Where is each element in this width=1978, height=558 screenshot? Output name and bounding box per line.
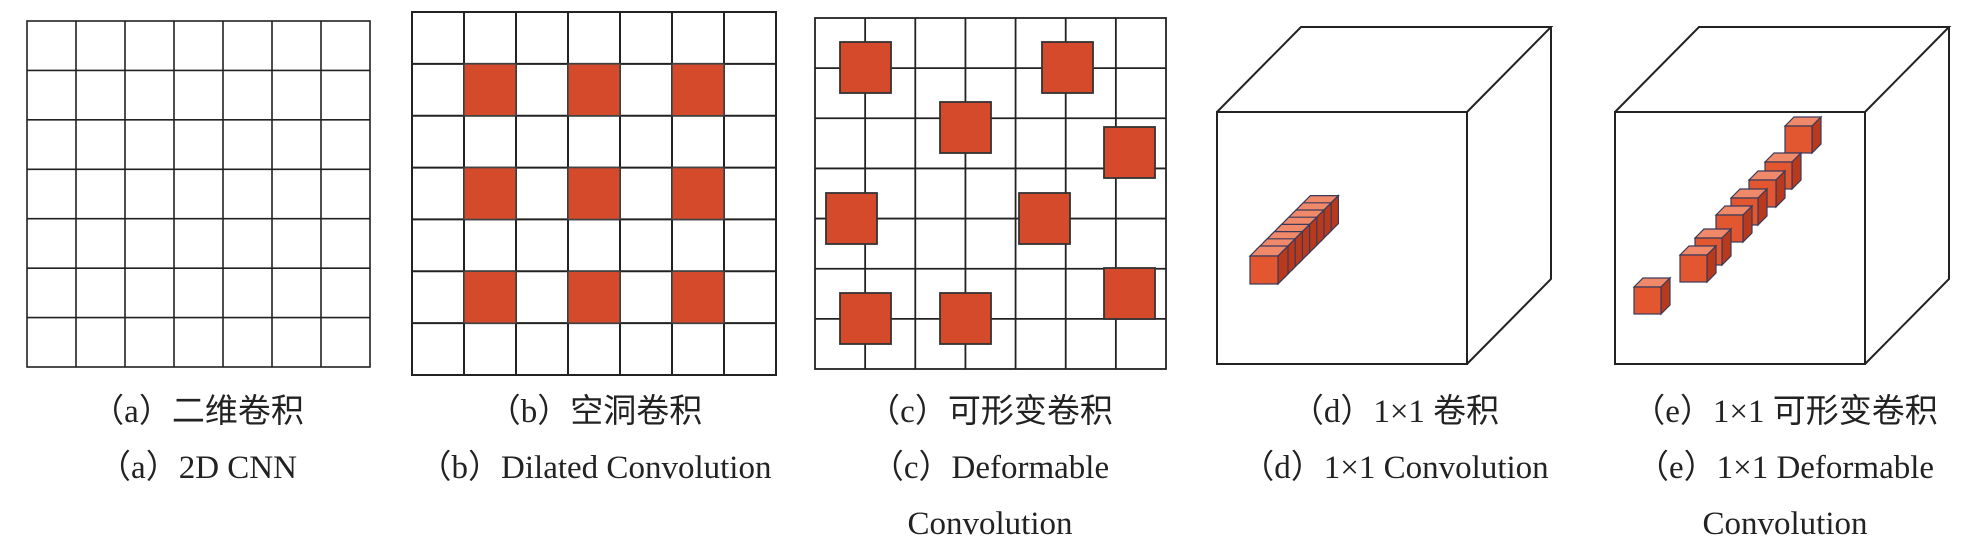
grid-border xyxy=(26,20,371,368)
kernel-sample-cell xyxy=(567,166,621,221)
panel-d-1x1-convolution xyxy=(1216,26,1554,365)
kernel-sample-cell xyxy=(463,270,517,324)
volume-front-face xyxy=(1614,111,1866,365)
caption-d-en-line1: （d）1×1 Convolution xyxy=(1241,450,1549,486)
kernel-sample-cell xyxy=(463,166,517,221)
kernel-sample-cell xyxy=(1018,192,1071,245)
cube-front-face xyxy=(1633,286,1662,315)
volume-side-edges xyxy=(1864,27,1950,365)
kernel-sample-cell xyxy=(671,166,725,221)
caption-a-en-line1: （a）2D CNN xyxy=(98,450,297,486)
caption-c-en-line1: （c）Deformable xyxy=(870,450,1110,486)
panel-e-1x1-deformable-convolution xyxy=(1614,26,1952,365)
kernel-sample-cell xyxy=(1041,41,1094,94)
kernel-sample-cell xyxy=(825,192,878,245)
panel-a-2d-cnn xyxy=(26,20,371,368)
caption-b: （b）空洞卷积 （b）Dilated Convolution xyxy=(405,384,785,496)
feature-volume xyxy=(1614,26,1952,365)
cube-front-face xyxy=(1679,254,1708,283)
kernel-sample-cell xyxy=(671,63,725,117)
dilated-kernel xyxy=(463,63,725,324)
kernel-sample-cell xyxy=(463,63,517,117)
panel-b-dilated-convolution xyxy=(411,11,777,376)
kernel-row xyxy=(1248,194,1340,286)
input-grid-7x7 xyxy=(26,20,371,368)
kernel-cube xyxy=(1678,244,1718,284)
caption-a: （a）二维卷积 （a）2D CNN xyxy=(20,384,375,496)
caption-b-en-line1: （b）Dilated Convolution xyxy=(418,450,772,486)
kernel-cube xyxy=(1632,276,1672,316)
caption-a-cn: （a）二维卷积 xyxy=(91,394,304,430)
deformable-kernel xyxy=(825,41,1156,345)
kernel-cube xyxy=(1783,115,1823,155)
caption-e: （e）1×1 可形变卷积 （e）1×1 Deformable Convoluti… xyxy=(1600,384,1970,552)
kernel-sample-cell xyxy=(1103,126,1156,179)
feature-volume xyxy=(1216,26,1554,365)
caption-c-en-line2: Convolution xyxy=(907,506,1073,542)
kernel-sample-cell xyxy=(939,292,992,345)
caption-d-cn: （d）1×1 卷积 xyxy=(1290,394,1500,430)
cube-front-face xyxy=(1784,125,1813,154)
volume-front-face xyxy=(1216,111,1468,365)
caption-e-en-line1: （e）1×1 Deformable xyxy=(1635,450,1935,486)
kernel-sample-cell xyxy=(839,41,892,94)
kernel-cube xyxy=(1248,244,1290,286)
kernel-sample-cell xyxy=(1103,267,1156,320)
volume-top-edges xyxy=(1216,26,1554,113)
kernel-sample-cell xyxy=(567,63,621,117)
kernel-sample-cell xyxy=(839,292,892,345)
caption-c: （c）可形变卷积 （c）Deformable Convolution xyxy=(810,384,1170,552)
caption-d: （d）1×1 卷积 （d）1×1 Convolution xyxy=(1205,384,1585,496)
kernel-sample-cell xyxy=(671,270,725,324)
deformable-kernel-cubes xyxy=(1632,115,1823,316)
volume-side-edges xyxy=(1466,27,1552,365)
kernel-sample-cell xyxy=(939,101,992,154)
caption-b-cn: （b）空洞卷积 xyxy=(487,394,703,430)
caption-e-cn: （e）1×1 可形变卷积 xyxy=(1632,394,1938,430)
volume-top-edges xyxy=(1614,26,1952,113)
caption-e-en-line2: Convolution xyxy=(1702,506,1868,542)
panel-c-deformable-convolution xyxy=(814,17,1167,370)
kernel-sample-cell xyxy=(567,270,621,324)
cube-front-face xyxy=(1249,255,1279,285)
caption-c-cn: （c）可形变卷积 xyxy=(867,394,1113,430)
